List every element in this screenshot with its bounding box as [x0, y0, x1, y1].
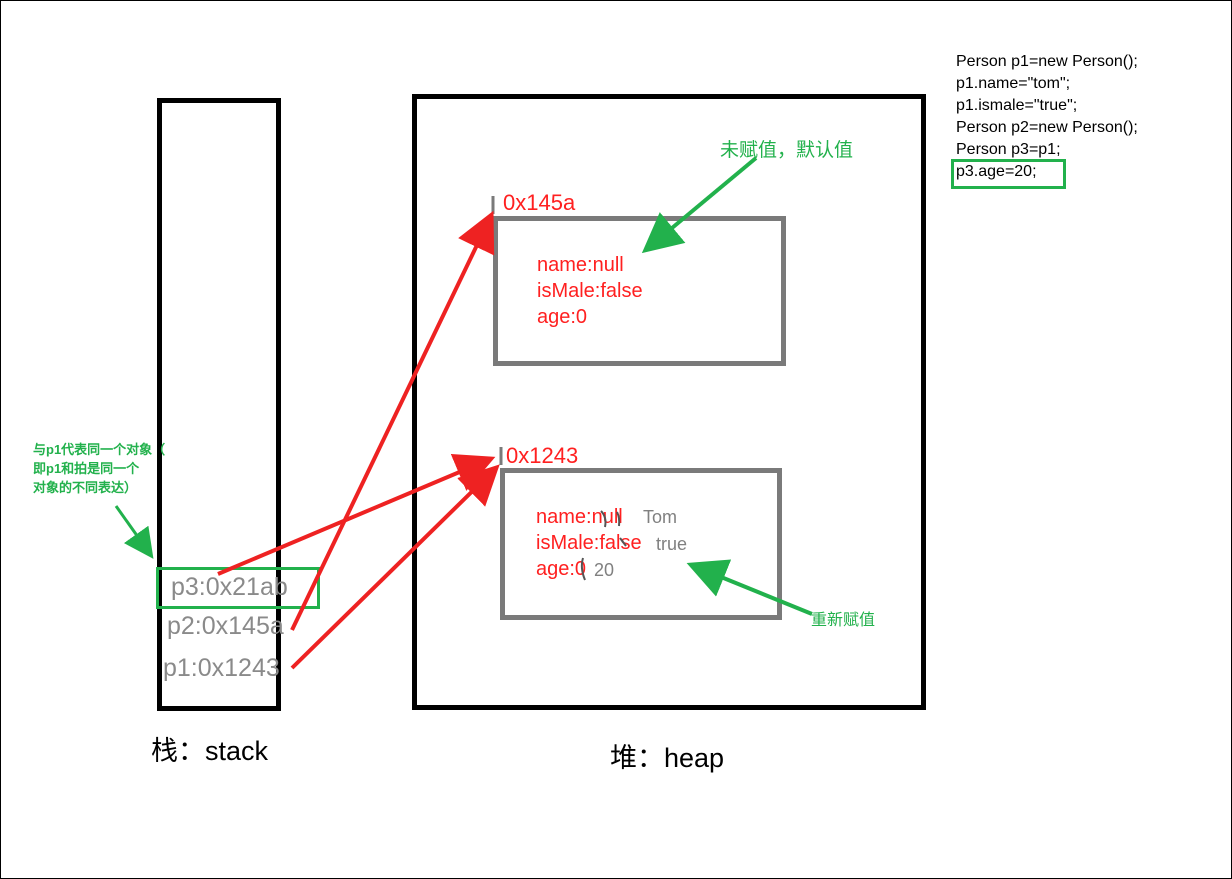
object-address: 0x1243 — [506, 443, 579, 468]
code-line: Person p2=new Person(); — [956, 119, 1138, 136]
stack-item-p1: p1:0x1243 — [163, 654, 280, 682]
note-same-object-line: 对象的不同表达） — [33, 480, 138, 495]
code-line: p1.ismale="true"; — [956, 97, 1078, 114]
new-value: Tom — [643, 507, 678, 527]
new-value: true — [656, 534, 688, 554]
stack-highlight-box — [156, 567, 320, 609]
strike-mark — [616, 511, 621, 527]
object-field: age:0 — [537, 306, 588, 328]
note-reassigned: 重新赋值 — [811, 612, 876, 629]
object-field: name:null — [537, 254, 624, 276]
code-line: Person p3=p1; — [956, 141, 1061, 158]
note-same-object-line: 与p1代表同一个对象（ — [33, 442, 166, 457]
object-address: 0x145a — [503, 190, 576, 215]
strike-mark — [619, 537, 627, 547]
heap-object — [493, 216, 786, 366]
heap-box — [412, 94, 926, 710]
arrow-default-note — [641, 156, 758, 254]
arrow-p1-to-0x1243 — [290, 464, 500, 670]
stack-box — [157, 98, 281, 711]
code-highlight-box — [951, 159, 1066, 189]
object-field: isMale:false — [537, 280, 643, 302]
stack-item-p3: p3:0x21ab — [171, 573, 288, 601]
arrow-same-object-note — [114, 505, 154, 559]
object-field: age:0 — [536, 558, 587, 580]
arrow-p2-to-0x145a — [290, 210, 495, 631]
arrow-reassigned-note — [686, 559, 813, 616]
code-line: Person p1=new Person(); — [956, 53, 1138, 70]
new-value: 20 — [594, 560, 615, 580]
heap-caption: 堆：heap — [610, 743, 725, 773]
code-line-highlighted: p3.age=20; — [956, 163, 1037, 180]
stack-item-p2: p2:0x145a — [167, 612, 284, 640]
stack-caption: 栈：stack — [151, 736, 269, 766]
note-default-value: 未赋值，默认值 — [720, 140, 854, 161]
strike-mark — [600, 510, 607, 528]
strike-mark — [580, 557, 586, 581]
code-line: p1.name="tom"; — [956, 75, 1071, 92]
heap-object — [500, 468, 782, 620]
object-field: isMale:false — [536, 532, 642, 554]
arrow-p3-to-0x1243 — [217, 454, 496, 576]
note-same-object-line: 即p1和拍是同一个 — [33, 461, 140, 476]
